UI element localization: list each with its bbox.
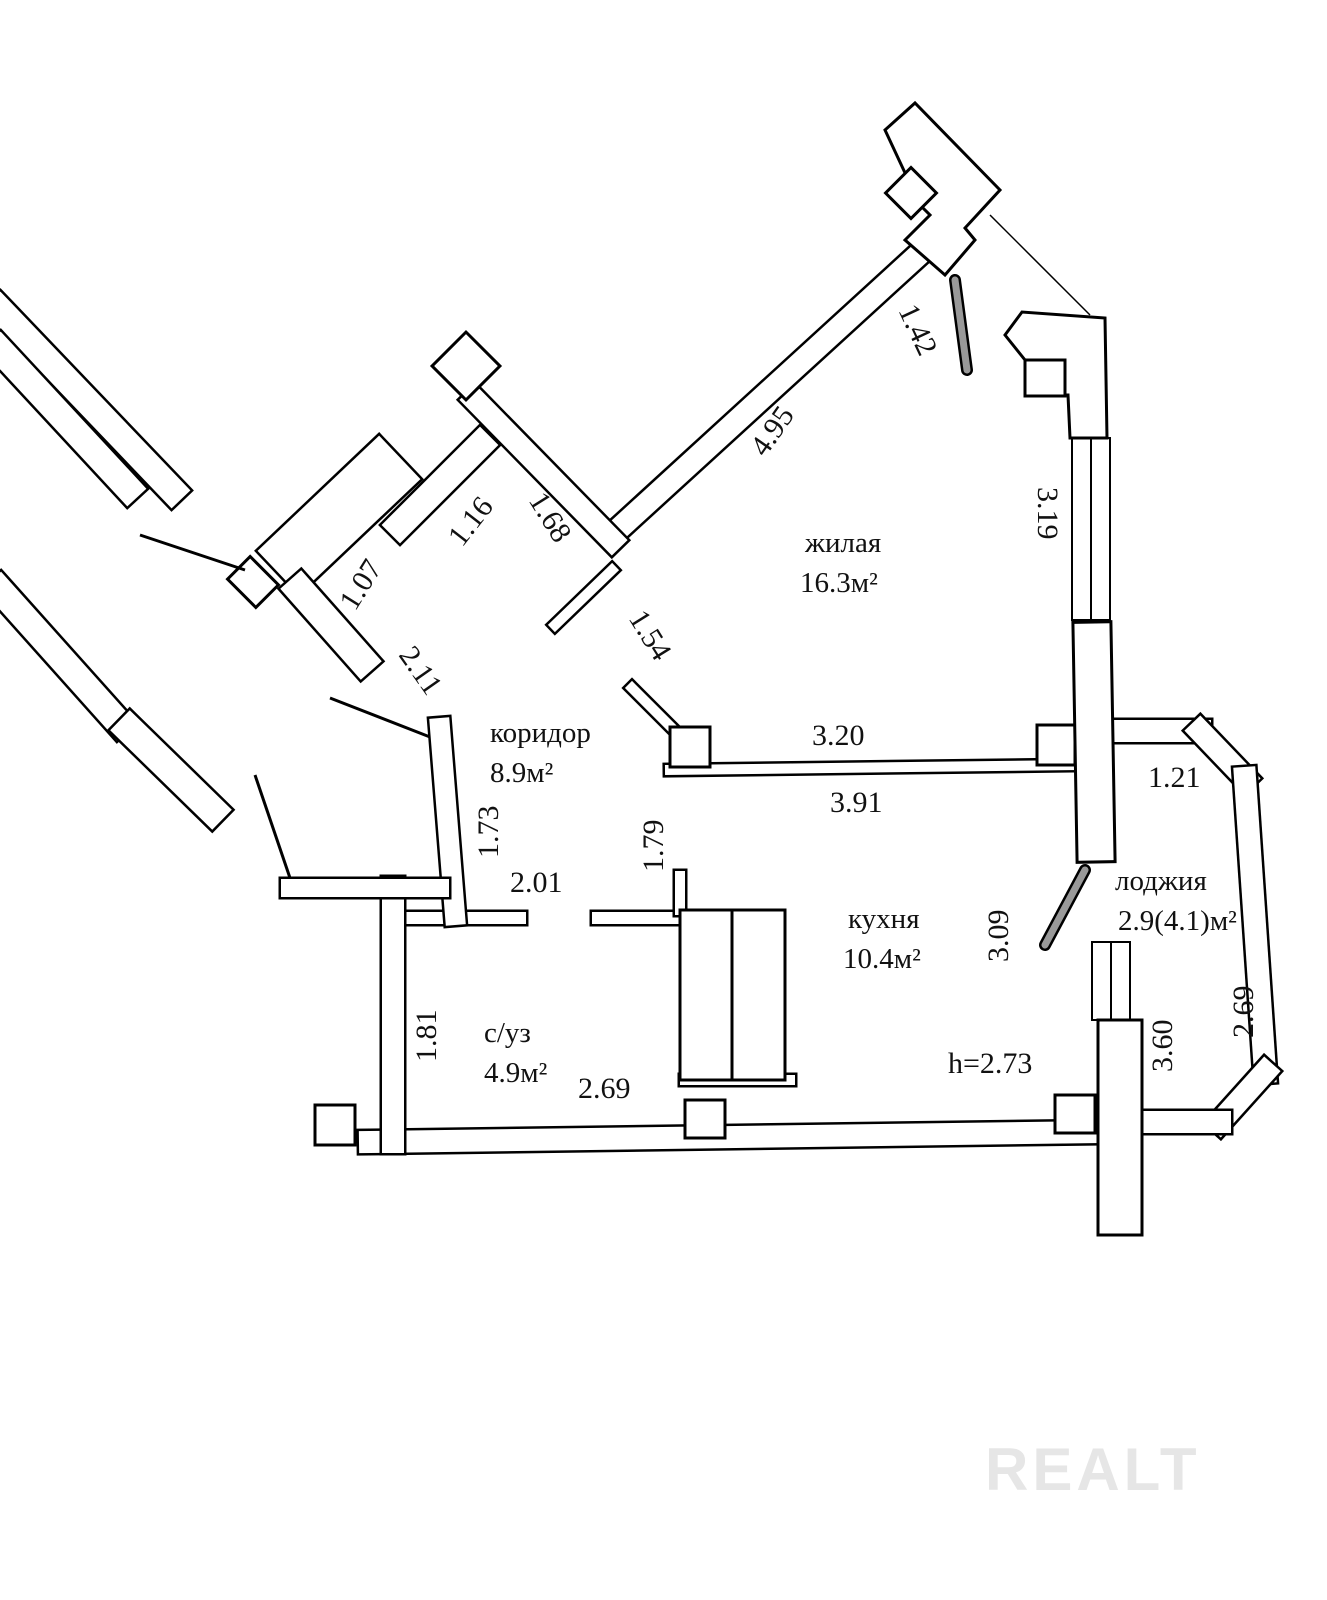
dim-1-42: 1.42 (892, 299, 944, 361)
wall (621, 677, 683, 739)
room-loggia-name: лоджия (1115, 865, 1207, 897)
column (683, 1098, 727, 1140)
dim-1-07: 1.07 (333, 554, 389, 616)
wall-pier (1096, 1018, 1144, 1237)
dim-1-79: 1.79 (637, 820, 670, 873)
watermark-logo: REALT (985, 1436, 1201, 1503)
dim-1-73: 1.73 (472, 806, 505, 859)
dim-3-20: 3.20 (812, 719, 865, 752)
thin-lines (139, 214, 1091, 879)
dim-3-91: 3.91 (830, 786, 883, 819)
wall-pier (1071, 620, 1117, 864)
dim-1-54: 1.54 (622, 604, 678, 666)
wall (378, 423, 502, 547)
room-bathroom-area: 4.9м² (484, 1057, 548, 1089)
dim-2-69-loggia: 2.69 (1227, 986, 1260, 1039)
wall (662, 757, 1083, 778)
room-living-name: жилая (804, 527, 881, 559)
dim-1-81: 1.81 (410, 1010, 443, 1063)
dim-2-11: 2.11 (392, 640, 449, 701)
column (668, 725, 712, 769)
dim-3-60: 3.60 (1146, 1020, 1179, 1073)
wall (0, 288, 194, 512)
column (1053, 1093, 1097, 1135)
wall (426, 714, 469, 929)
wall (0, 568, 140, 744)
room-labels: жилая 16.3м² коридор 8.9м² кухня 10.4м² … (484, 527, 1237, 1089)
dim-1-21: 1.21 (1148, 761, 1201, 794)
dim-2-69-bath: 2.69 (578, 1072, 631, 1105)
wall (544, 559, 623, 636)
room-loggia-area: 2.9(4.1)м² (1118, 905, 1237, 937)
walls (0, 238, 1285, 1156)
ceiling-height: h=2.73 (948, 1047, 1032, 1080)
room-corridor-area: 8.9м² (490, 757, 554, 789)
room-living-area: 16.3м² (800, 567, 878, 599)
column (313, 1103, 357, 1147)
room-bathroom-name: с/уз (484, 1017, 531, 1049)
dim-1-16: 1.16 (442, 491, 500, 553)
room-kitchen-area: 10.4м² (843, 943, 921, 975)
wall (106, 706, 236, 834)
wall (0, 328, 150, 510)
wall (356, 1118, 1114, 1156)
room-corridor-name: коридор (490, 717, 591, 749)
wall (276, 566, 386, 684)
wall (254, 432, 424, 598)
dim-3-19: 3.19 (1031, 487, 1064, 540)
wall (1230, 763, 1280, 1087)
column (1035, 723, 1077, 767)
wall-block (883, 100, 1003, 278)
dim-2-01: 2.01 (510, 866, 563, 899)
fixtures (225, 100, 1144, 1237)
wall (592, 238, 935, 555)
room-kitchen-name: кухня (848, 903, 920, 935)
dim-3-09: 3.09 (982, 910, 1015, 963)
wall (455, 380, 632, 560)
